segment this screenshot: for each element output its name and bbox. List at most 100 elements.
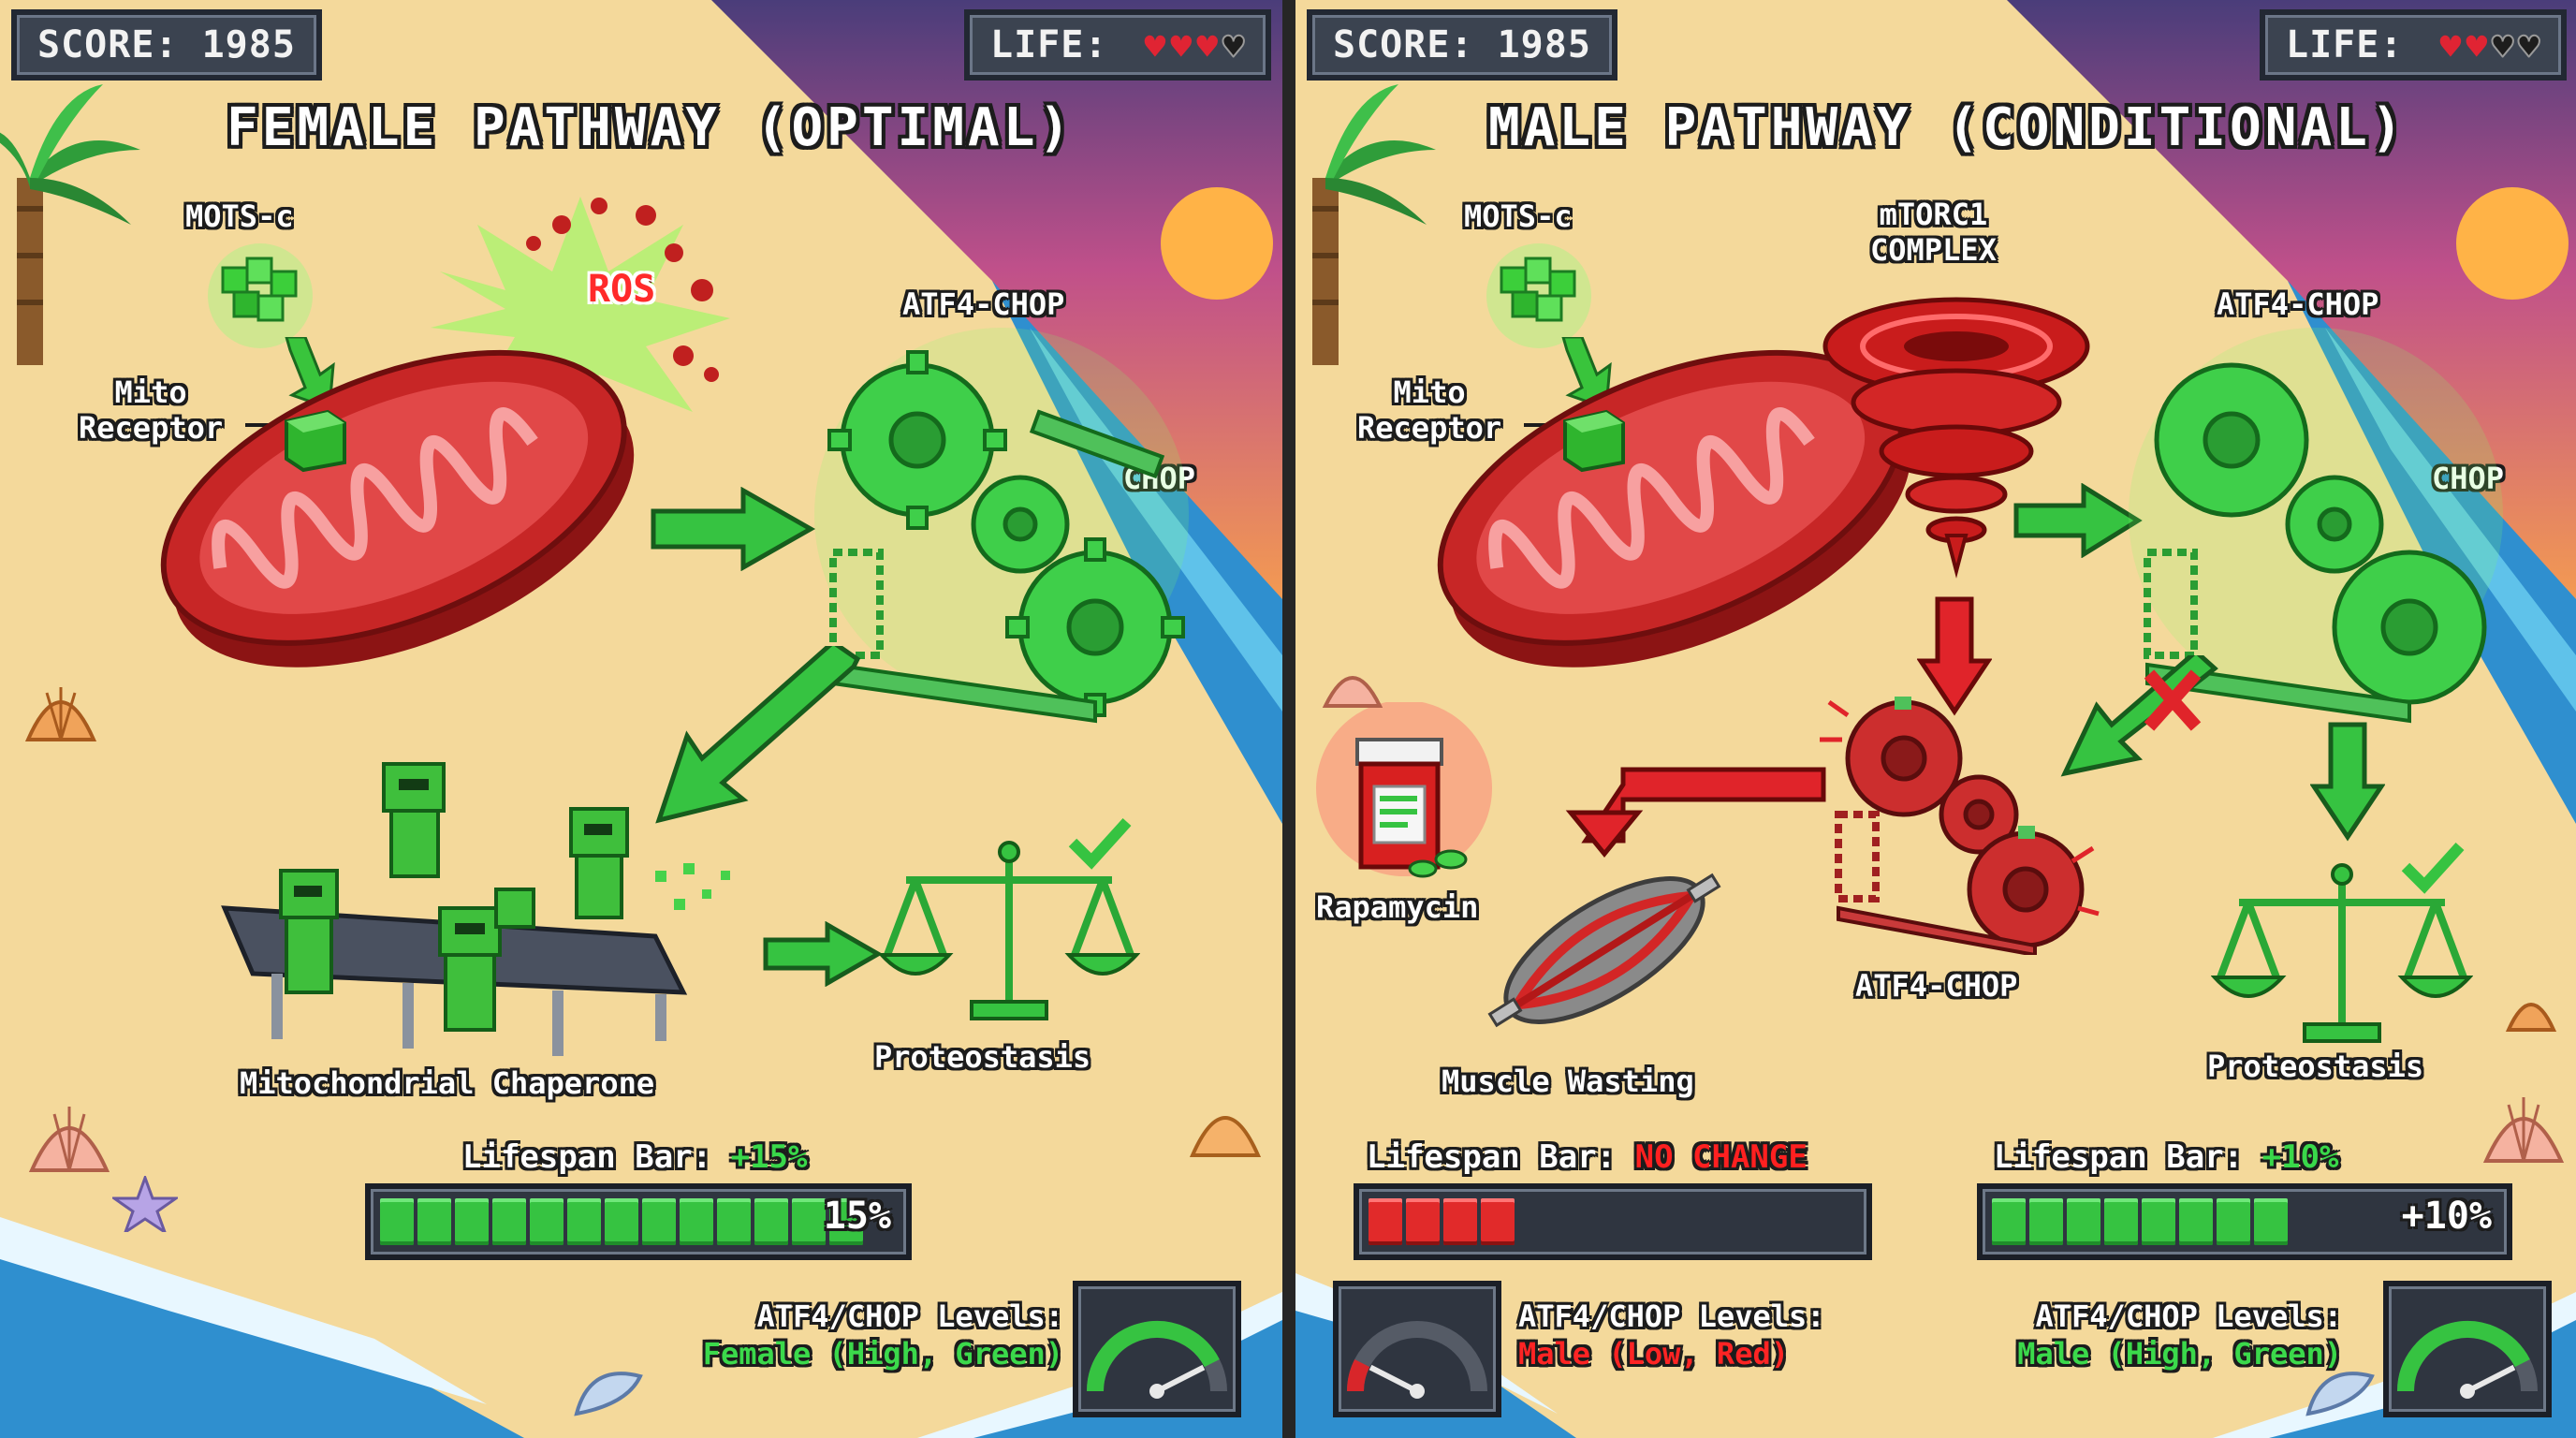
muscle-wasting-label: Muscle Wasting <box>1442 1064 1694 1099</box>
life-display: LIFE: ♥♥♥♥ <box>2260 9 2568 81</box>
score-display: SCORE: 1985 <box>11 9 322 81</box>
receptor-pointer-line <box>245 423 283 427</box>
bar-segment <box>829 1198 863 1245</box>
chop-label: CHOP <box>2432 461 2505 496</box>
life-display: LIFE: ♥♥♥♥ <box>964 9 1272 81</box>
red-arrow-left-icon <box>1565 767 1826 858</box>
atf4-chop-top-label: ATF4-CHOP <box>2217 286 2379 322</box>
proteostasis-label: Proteostasis <box>874 1039 1091 1075</box>
atf4-chop-levels: ATF4/CHOP Levels: Female (High, Green) <box>703 1298 1063 1372</box>
palm-tree-icon <box>0 84 140 365</box>
life-label: LIFE: <box>2286 23 2404 66</box>
palm-tree-icon <box>1312 84 1436 365</box>
lifespan-label-text: Lifespan Bar: <box>1994 1138 2244 1176</box>
bar-segment <box>492 1198 526 1245</box>
arrow-right-icon <box>651 487 816 571</box>
lifespan-plus-label: Lifespan Bar: +10% <box>1994 1138 2338 1176</box>
lifespan-bar-text: +10% <box>2401 1195 2492 1238</box>
arrow-right-small-icon <box>763 921 884 987</box>
gauge-hub <box>2460 1384 2475 1399</box>
arrow-down-left-icon <box>655 646 861 824</box>
lifespan-value: NO CHANGE <box>1634 1138 1808 1176</box>
atf4-chop-suppressed-machine-icon <box>1820 697 2100 955</box>
mots-c-peptide-icon <box>1486 243 1591 348</box>
starfish-icon <box>112 1176 178 1232</box>
panel-divider <box>1282 0 1295 1438</box>
seashell-icon <box>1322 676 1383 708</box>
gauge-arc <box>1347 1321 1487 1392</box>
seashell-icon <box>2482 1097 2565 1163</box>
balance-scale-icon <box>878 841 1140 1020</box>
arrow-down-icon <box>2310 722 2385 842</box>
mito-receptor-icon <box>1563 409 1625 473</box>
lifespan-progress-bar-male-low <box>1354 1183 1872 1260</box>
chaperone-robots-icon <box>221 762 730 1056</box>
mito-receptor-line2: Receptor <box>1357 410 1502 446</box>
seashell-icon <box>1189 1116 1262 1157</box>
bar-segment <box>792 1198 826 1245</box>
checkmark-icon <box>1068 817 1132 870</box>
lifespan-label: Lifespan Bar: +15% <box>462 1138 807 1176</box>
bar-segment <box>2029 1198 2063 1245</box>
lifespan-bar-fill <box>380 1198 863 1245</box>
page-title: FEMALE PATHWAY (OPTIMAL) <box>227 97 1075 158</box>
gauge-hub <box>1410 1384 1425 1399</box>
heart-full-icon: ♥ <box>1144 26 1167 67</box>
bar-segment <box>1368 1198 1402 1245</box>
mitochondrion-icon <box>160 349 635 668</box>
atf4-chop-machine-icon <box>814 328 1189 724</box>
gauge-meter-icon <box>1347 1321 1487 1399</box>
bar-segment <box>567 1198 601 1245</box>
bar-segment <box>605 1198 638 1245</box>
mito-receptor-line1: Mito <box>1393 374 1466 410</box>
score-label: SCORE: 1985 <box>1333 23 1591 66</box>
gauge-needle <box>1155 1364 1206 1394</box>
atf4-chop-levels-high: ATF4/CHOP Levels: Male (High, Green) <box>2017 1298 2342 1372</box>
gauge-arc <box>1347 1358 1370 1392</box>
arrow-right-icon <box>2013 483 2143 558</box>
bar-segment <box>380 1198 414 1245</box>
mtorc1-line1: mTORC1 <box>1879 197 1988 232</box>
mito-receptor-label: Mito Receptor <box>79 374 223 446</box>
levels-status: Female (High, Green) <box>702 1336 1063 1372</box>
gauge-arc <box>2397 1321 2530 1392</box>
mito-receptor-line2: Receptor <box>79 410 224 446</box>
bar-segment <box>1406 1198 1440 1245</box>
lifespan-bar-fill <box>1368 1198 1515 1245</box>
bar-segment <box>680 1198 713 1245</box>
heart-empty-icon: ♥ <box>2491 25 2515 68</box>
life-hearts: ♥♥♥♥ <box>1141 17 1246 77</box>
lifespan-label-text: Lifespan Bar: <box>462 1138 712 1176</box>
bar-segment <box>417 1198 451 1245</box>
bar-segment <box>2254 1198 2288 1245</box>
gauge-meter-icon <box>2397 1321 2538 1399</box>
heart-empty-icon: ♥ <box>1222 25 1246 68</box>
heart-full-icon: ♥ <box>2466 26 2489 67</box>
mots-c-peptide-icon <box>208 243 313 348</box>
lifespan-value: +15% <box>730 1138 808 1176</box>
ros-label: ROS <box>588 268 656 311</box>
male-pathway-panel: SCORE: 1985 LIFE: ♥♥♥♥ MALE PATHWAY (CON… <box>1295 0 2576 1438</box>
mito-receptor-line1: Mito <box>114 374 187 410</box>
bar-segment <box>2217 1198 2250 1245</box>
proteostasis-label: Proteostasis <box>2207 1049 2424 1084</box>
muscle-wasting-icon <box>1487 873 1721 1028</box>
mots-c-label: MOTS-c <box>1464 198 1573 234</box>
levels-label: ATF4/CHOP Levels: <box>2035 1299 2342 1334</box>
gauge-needle <box>1368 1364 1419 1394</box>
mtorc1-tornado-icon <box>1822 297 2090 579</box>
seashell-icon <box>2505 1003 2557 1032</box>
conch-shell-icon <box>574 1372 643 1416</box>
lifespan-progress-bar: 15% <box>365 1183 912 1260</box>
atf4-chop-gauge <box>1073 1281 1241 1417</box>
lifespan-bar-text: 15% <box>823 1195 891 1238</box>
heart-full-icon: ♥ <box>1170 26 1193 67</box>
chaperone-label: Mitochondrial Chaperone <box>240 1065 655 1101</box>
heart-empty-icon: ♥ <box>2517 25 2541 68</box>
levels-status: Male (Low, Red) <box>1518 1336 1789 1372</box>
atf4-chop-bottom-label: ATF4-CHOP <box>1855 968 2018 1004</box>
lifespan-value: +10% <box>2261 1138 2339 1176</box>
mito-receptor-icon <box>285 409 346 473</box>
female-pathway-panel: SCORE: 1985 LIFE: ♥♥♥♥ FEMALE PATHWAY (O… <box>0 0 1282 1438</box>
